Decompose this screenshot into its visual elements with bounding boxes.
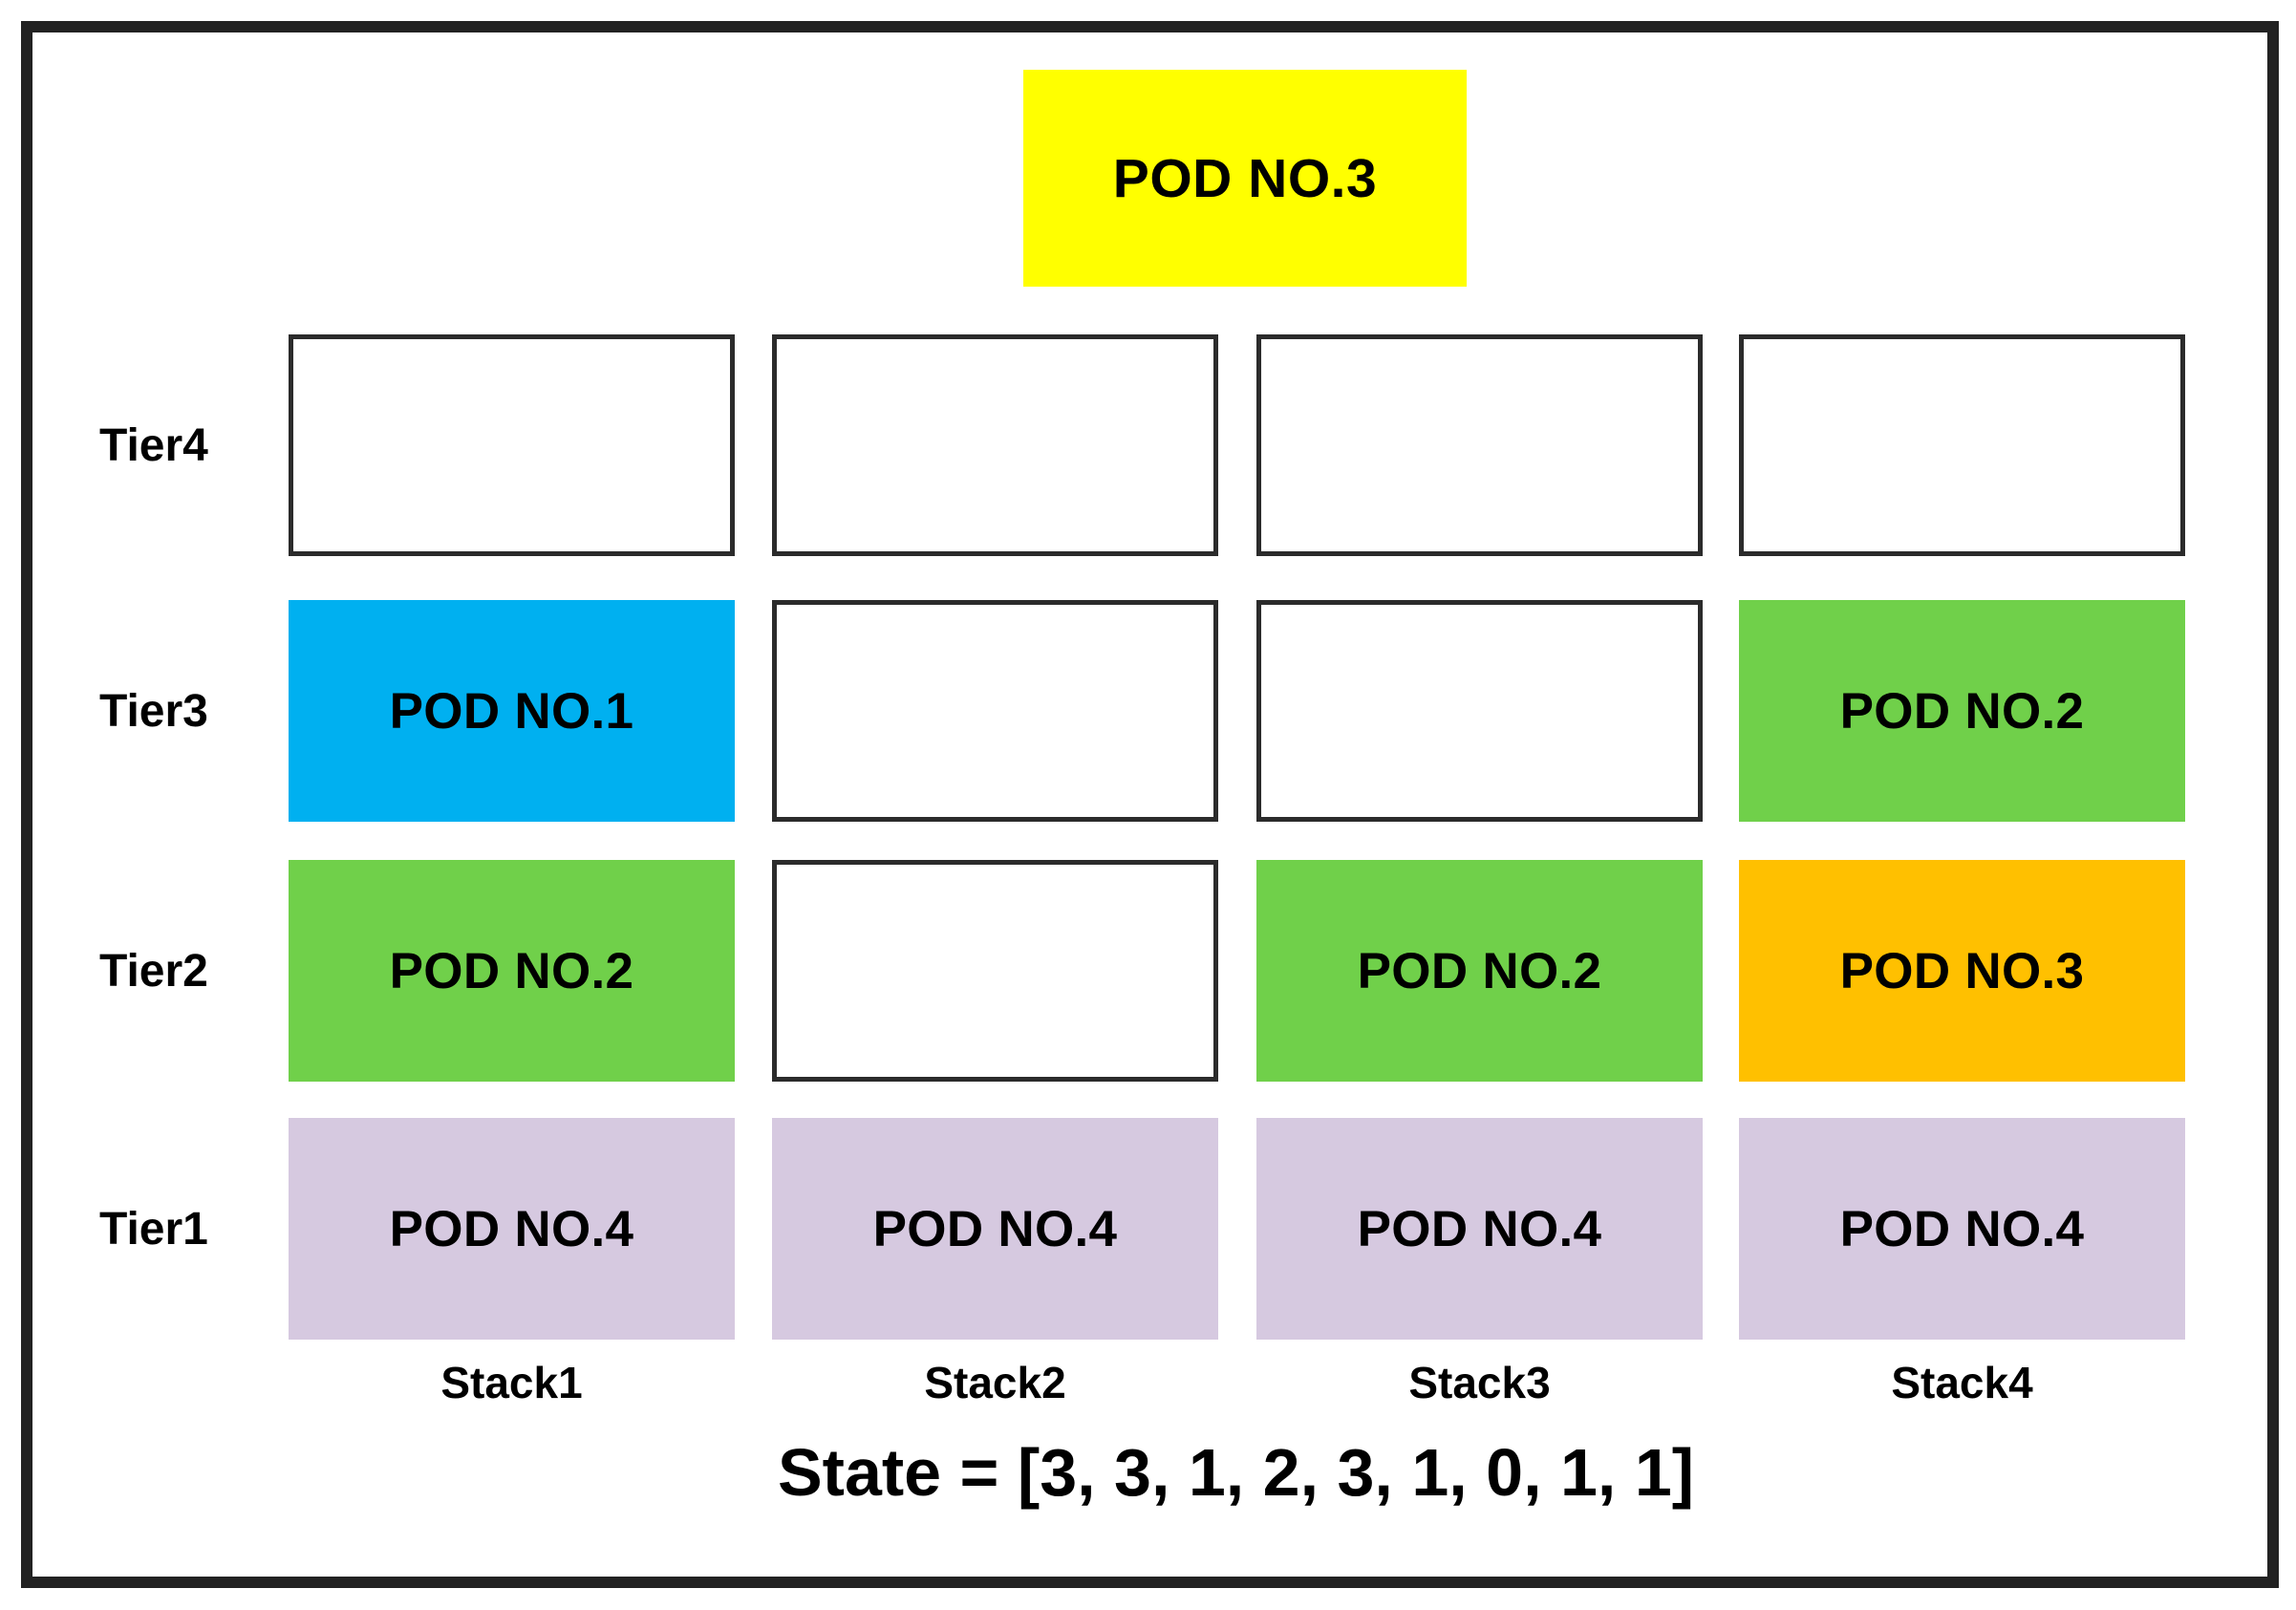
bay-cell-tier1-stack1[interactable]: POD NO.4 [289,1118,735,1340]
bay-cell-tier3-stack1[interactable]: POD NO.1 [289,600,735,822]
bay-cell-tier1-stack4[interactable]: POD NO.4 [1739,1118,2185,1340]
bay-cell-tier3-stack2[interactable] [772,600,1218,822]
bay-cell-tier2-stack3[interactable]: POD NO.2 [1256,860,1703,1082]
pod-label: POD NO.2 [389,942,634,999]
pod-label: POD NO.4 [1357,1200,1602,1257]
stack-label-stack3: Stack3 [1256,1349,1703,1416]
tier-label-tier1: Tier1 [99,1118,281,1340]
tier-label-tier4: Tier4 [99,334,281,556]
pod-label: POD NO.1 [389,682,634,740]
floating-pod-block[interactable]: POD NO.3 [1023,70,1467,287]
pod-label: POD NO.3 [1839,942,2085,999]
stack-label-text: Stack2 [924,1358,1066,1407]
tier-label-text: Tier3 [99,685,208,737]
stack-label-stack2: Stack2 [772,1349,1218,1416]
bay-cell-tier1-stack2[interactable]: POD NO.4 [772,1118,1218,1340]
stack-label-text: Stack1 [440,1358,583,1407]
pod-label: POD NO.2 [1357,942,1602,999]
bay-cell-tier1-stack3[interactable]: POD NO.4 [1256,1118,1703,1340]
stack-label-stack1: Stack1 [289,1349,735,1416]
tier-label-tier2: Tier2 [99,860,281,1082]
bay-cell-tier4-stack1[interactable] [289,334,735,556]
stack-label-text: Stack3 [1408,1358,1551,1407]
bay-cell-tier4-stack4[interactable] [1739,334,2185,556]
tier-label-text: Tier1 [99,1203,208,1255]
pod-label: POD NO.2 [1839,682,2085,740]
pod-label: POD NO.4 [389,1200,634,1257]
bay-cell-tier3-stack3[interactable] [1256,600,1703,822]
bay-cell-tier4-stack2[interactable] [772,334,1218,556]
stack-label-stack4: Stack4 [1739,1349,2185,1416]
bay-cell-tier2-stack2[interactable] [772,860,1218,1082]
bay-cell-tier2-stack4[interactable]: POD NO.3 [1739,860,2185,1082]
stack-label-text: Stack4 [1891,1358,2033,1407]
bay-cell-tier3-stack4[interactable]: POD NO.2 [1739,600,2185,822]
floating-pod-label: POD NO.3 [1112,147,1378,209]
pod-label: POD NO.4 [872,1200,1118,1257]
tier-label-text: Tier4 [99,419,208,471]
bay-cell-tier2-stack1[interactable]: POD NO.2 [289,860,735,1082]
pod-label: POD NO.4 [1839,1200,2085,1257]
state-vector: State = [3, 3, 1, 2, 3, 1, 0, 1, 1] [289,1429,2183,1515]
tier-label-tier3: Tier3 [99,600,281,822]
tier-label-text: Tier2 [99,945,208,997]
state-vector-text: State = [3, 3, 1, 2, 3, 1, 0, 1, 1] [777,1435,1695,1510]
bay-cell-tier4-stack3[interactable] [1256,334,1703,556]
